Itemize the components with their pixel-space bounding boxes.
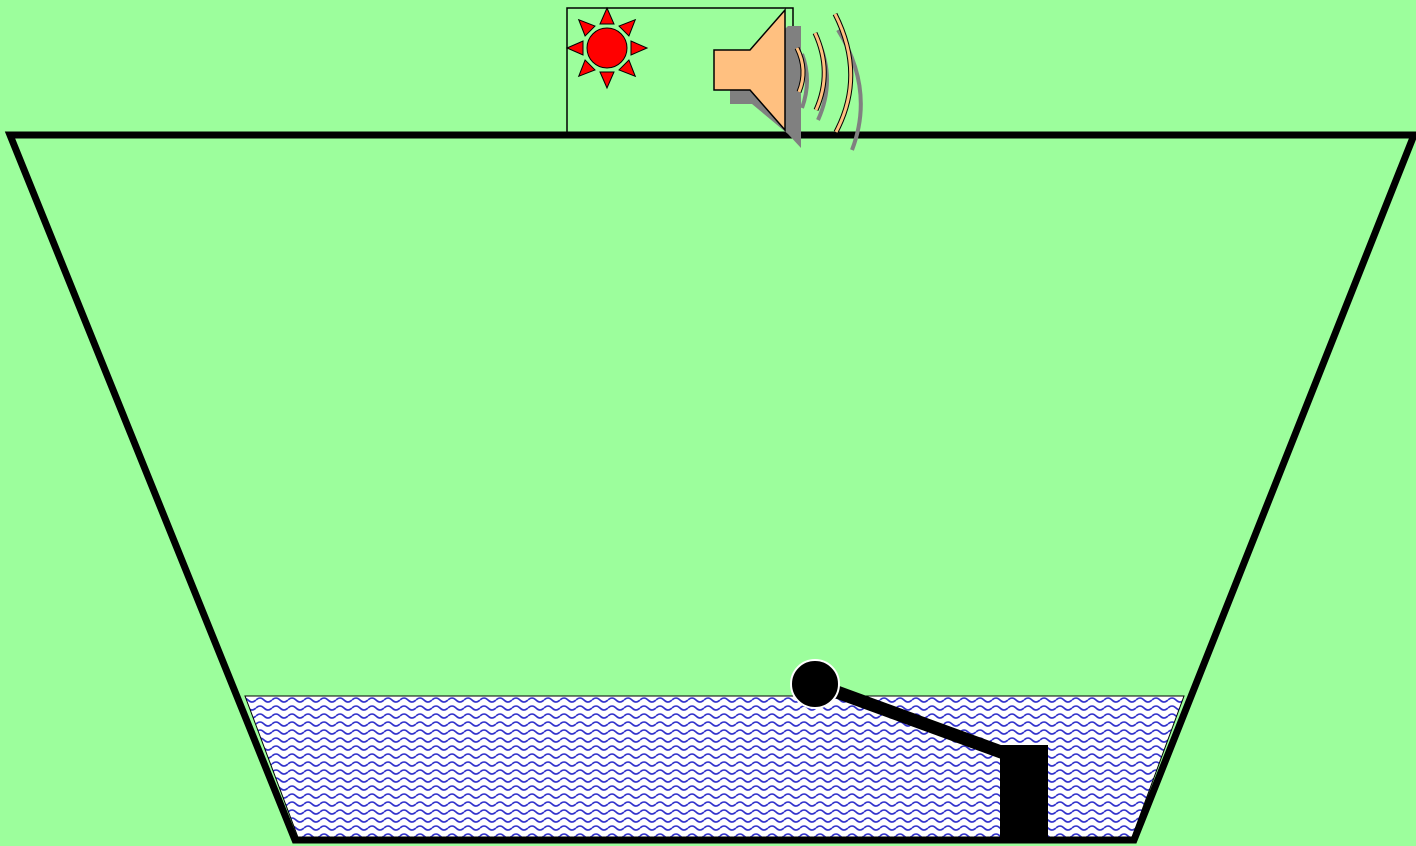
lamp-ray [599, 6, 615, 25]
sun-lamp-icon [565, 6, 649, 90]
float-arm [812, 677, 1015, 763]
lamp-disc [586, 27, 628, 69]
sound-wave [833, 13, 853, 133]
speaker-sound-icon [713, 8, 863, 151]
float-switch [790, 659, 1048, 840]
alarm-box [565, 6, 863, 151]
float-ball [790, 659, 840, 709]
lamp-ray [577, 59, 596, 78]
lamp-ray [565, 40, 584, 56]
lamp-ray [577, 18, 596, 37]
speaker-body [713, 8, 786, 132]
sound-wave [795, 47, 805, 93]
float-switch-base [1000, 745, 1048, 840]
lamp-ray [599, 71, 615, 90]
lamp-ray [630, 40, 649, 56]
tank-outline [4, 131, 1416, 844]
lamp-ray [618, 18, 637, 37]
lamp-ray [618, 59, 637, 78]
sound-wave [813, 32, 826, 111]
